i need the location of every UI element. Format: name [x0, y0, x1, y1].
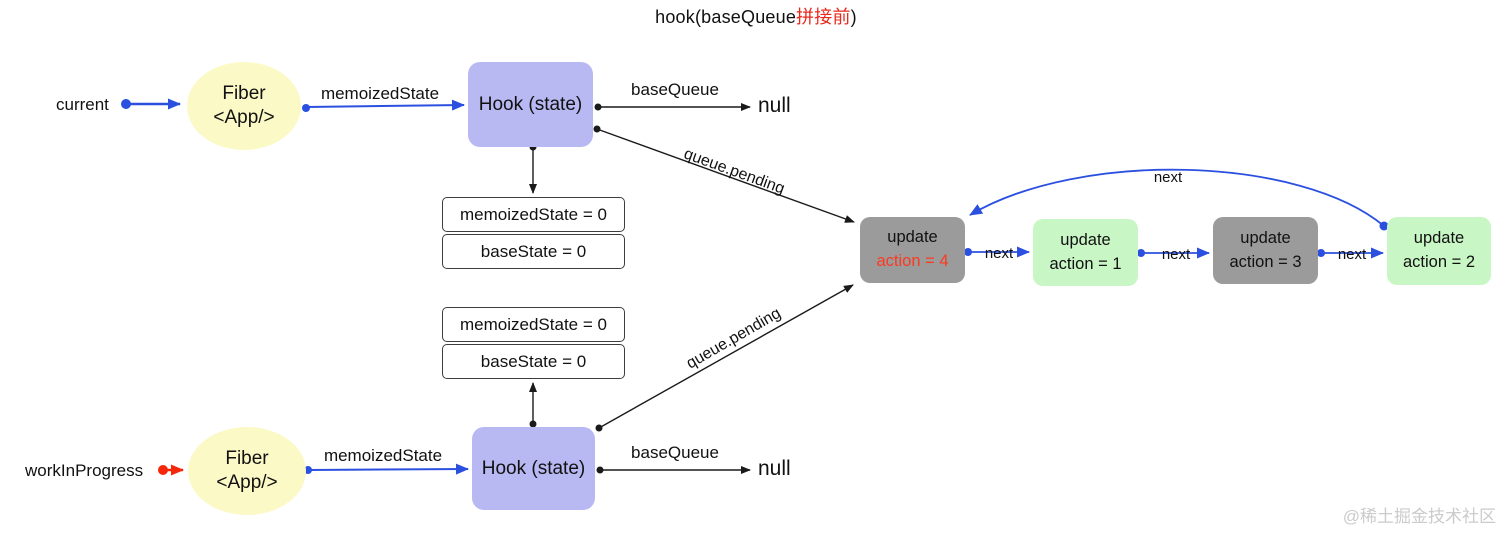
fiber-name: Fiber: [225, 448, 269, 470]
next-edge-2: [1137, 247, 1210, 259]
title-prefix: hook(baseQueue: [655, 7, 797, 27]
workinprogress-pointer-arrow: [158, 464, 184, 476]
watermark: @稀土掘金技术社区: [1342, 507, 1496, 526]
current-memoizedstate-value: memoizedState = 0: [442, 197, 625, 232]
update-node-action: action = 2: [1402, 253, 1475, 271]
current-basequeue-null: null: [758, 94, 791, 117]
wip-hook-node: Hook (state): [472, 427, 595, 510]
wip-basequeue-label: baseQueue: [631, 443, 719, 462]
diagram-title: hook(baseQueue拼接前): [0, 3, 1512, 29]
wip-memoizedstate-value: memoizedState = 0: [442, 307, 625, 342]
wip-pointer-label: workInProgress: [25, 461, 144, 480]
wip-statebox-edge: [529, 382, 537, 428]
current-queuepending-edge: [593, 125, 855, 223]
next-cycle-edge: [969, 168, 1389, 231]
next-label-3: next: [1337, 246, 1367, 263]
wip-basequeue-null: null: [758, 457, 791, 480]
memoizedstate-value-text: memoizedState = 0: [460, 204, 607, 224]
update-node-action: action = 4: [876, 252, 949, 270]
wip-queuepending-edge: [595, 284, 854, 432]
next-label-2: next: [1161, 246, 1191, 263]
title-highlight: 拼接前: [796, 7, 851, 27]
wip-basestate-value: baseState = 0: [442, 344, 625, 379]
current-fiber-node: Fiber <App/>: [187, 62, 301, 150]
current-pointer-arrow: [121, 98, 181, 110]
fiber-component: <App/>: [216, 472, 278, 493]
update-node-action-2: update action = 2: [1387, 217, 1491, 285]
wip-fiber-node: Fiber <App/>: [188, 427, 306, 515]
current-hook-node: Hook (state): [468, 62, 593, 147]
current-basequeue-label: baseQueue: [631, 80, 719, 99]
basestate-value-text: baseState = 0: [480, 241, 587, 261]
wip-basequeue-edge: [596, 466, 751, 474]
current-basequeue-edge: [594, 103, 751, 111]
current-pointer-label: current: [56, 95, 109, 114]
update-node-action-4: update action = 4: [860, 217, 965, 283]
fiber-component: <App/>: [213, 107, 275, 128]
update-node-action: action = 3: [1229, 252, 1302, 271]
next-edge-3: [1317, 247, 1384, 259]
current-memoizedstate-label: memoizedState: [320, 84, 440, 103]
next-edge-1: [964, 246, 1030, 258]
wip-memoizedstate-edge: [304, 463, 469, 475]
hook-label: Hook (state): [481, 457, 586, 479]
fiber-name: Fiber: [222, 83, 266, 105]
wip-memoizedstate-label: memoizedState: [323, 446, 443, 465]
update-node-action-3: update action = 3: [1213, 217, 1318, 284]
update-node-title: update: [1413, 229, 1465, 248]
update-node-title: update: [1240, 228, 1291, 247]
current-memoizedstate-edge: [302, 99, 465, 112]
update-node-title: update: [1060, 230, 1111, 249]
basestate-value-text: baseState = 0: [480, 351, 587, 371]
title-suffix: ): [850, 7, 857, 27]
next-label-1: next: [984, 245, 1014, 262]
hook-label: Hook (state): [478, 93, 583, 115]
current-basestate-value: baseState = 0: [442, 234, 625, 269]
memoizedstate-value-text: memoizedState = 0: [460, 314, 607, 334]
update-node-action-1: update action = 1: [1033, 219, 1138, 286]
update-node-title: update: [887, 228, 938, 247]
update-node-action: action = 1: [1049, 254, 1122, 273]
current-statebox-edge: [529, 143, 537, 194]
next-cycle-label: next: [1153, 169, 1183, 186]
